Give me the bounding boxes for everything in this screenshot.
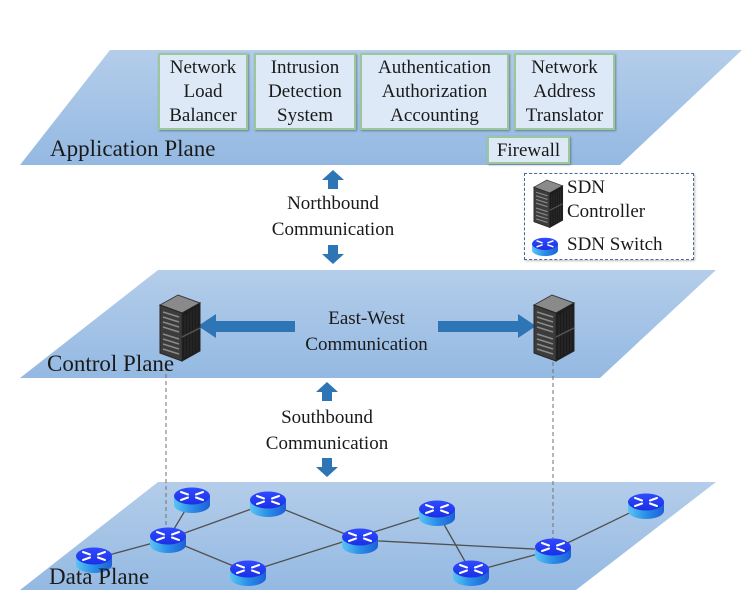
southbound-communication-label: Southbound Communication [254,405,400,457]
sdn-switch-router-icon [149,526,187,554]
app-line: Authorization [381,81,488,102]
sdn-switch-router-icon [452,559,490,587]
sdn-switch-router-icon [418,499,456,527]
comm-line: Southbound [281,407,373,428]
app-line: Load [183,81,223,102]
app-intrusion-detection-system: Intrusion Detection System [254,53,356,130]
east-west-left-arrow [198,314,295,338]
southbound-down-arrow [316,458,338,477]
app-line: Balancer [169,105,237,126]
control-plane-label: Control Plane [47,351,175,376]
app-line: Authentication [378,57,491,78]
sdn-switch-router-icon [229,559,267,587]
app-line: Intrusion [270,57,340,78]
sdn-switch-router-icon [534,537,572,565]
comm-line: Communication [271,219,395,240]
legend-icons [531,179,564,257]
app-authentication-authorization-accounting: Authentication Authorization Accounting [360,53,509,130]
comm-line: East-West [328,308,405,329]
sdn-switch-router-icon [627,492,665,520]
switch-link [359,539,554,551]
legend-controller-label: SDN Controller [567,176,645,224]
router-icon [531,237,559,257]
legend-switch-label: SDN Switch [567,234,663,255]
application-plane-label: Application Plane [50,136,216,161]
legend: SDN Controller SDN Switch [524,173,694,260]
app-line: Accounting [390,105,479,126]
app-network-address-translator: Network Address Translator [514,53,615,130]
app-line: Detection [268,81,342,102]
legend-line: SDN [567,177,606,198]
northbound-communication-label: Northbound Communication [260,191,406,243]
app-line: System [277,105,333,126]
sdn-switch-router-icon [341,527,379,555]
data-plane-label: Data Plane [49,564,150,589]
app-line: Address [533,81,596,102]
server-rack-icon [533,179,564,229]
sdn-controller-right-icon [533,294,575,362]
sdn-switch-router-icon [249,490,287,518]
northbound-up-arrow [322,170,344,189]
east-west-communication-label: East-West Communication [295,306,438,358]
east-west-right-arrow [438,314,536,338]
app-line: Network [169,57,237,78]
southbound-up-arrow [316,382,338,401]
sdn-switch-router-icon [173,486,211,514]
comm-line: Communication [265,433,389,454]
app-line: Translator [525,105,604,126]
app-line: Network [531,57,598,78]
legend-line: Controller [567,201,646,222]
app-firewall: Firewall [487,136,570,164]
app-network-load-balancer: Network Load Balancer [158,53,248,130]
comm-line: Communication [305,334,428,355]
comm-line: Northbound [287,193,379,214]
app-line: Firewall [496,140,561,161]
northbound-down-arrow [322,245,344,264]
